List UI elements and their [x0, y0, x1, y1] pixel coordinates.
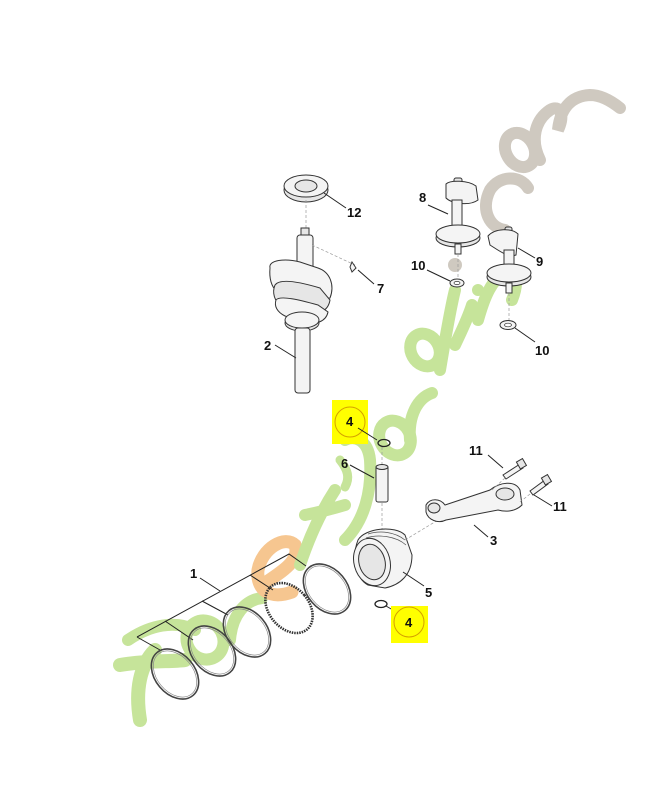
callout-3: 3: [490, 533, 497, 548]
part-10-washer-left: [449, 278, 465, 288]
callout-8: 8: [419, 190, 426, 205]
leader-4a: [357, 427, 378, 441]
part-3-connecting-rod: [425, 482, 523, 523]
part-6-piston-pin: [375, 464, 389, 503]
part-7-key: [349, 260, 357, 273]
leader-8: [427, 204, 449, 215]
callout-6: 6: [341, 456, 348, 471]
part-5-piston: [353, 528, 413, 589]
callout-7: 7: [377, 281, 384, 296]
watermark: [113, 88, 626, 727]
leader-11b: [533, 494, 553, 507]
leader-2: [274, 344, 297, 359]
callout-9: 9: [536, 254, 543, 269]
callout-10a: 10: [411, 258, 425, 273]
callout-1: 1: [190, 566, 197, 581]
part-1-ring-set-bracket: [136, 553, 307, 651]
leader-10a: [426, 269, 451, 282]
callout-11b: 11: [553, 499, 567, 514]
part-8-balancer-gear: [435, 177, 481, 278]
part-9-balancer-gear: [486, 226, 532, 320]
highlight-4-upper[interactable]: 4: [332, 400, 368, 444]
part-10-washer-right: [499, 320, 517, 330]
leader-6: [349, 464, 375, 479]
part-4-circlip-lower: [374, 599, 388, 609]
part-12-oil-seal: [283, 174, 329, 228]
leader-12: [323, 192, 347, 209]
part-2-crankshaft: [269, 227, 356, 394]
piston-rings: [150, 563, 352, 700]
callout-4-upper: 4: [346, 414, 354, 429]
part-11-bolt-upper: [502, 457, 528, 480]
leader-11a: [487, 454, 504, 469]
leader-9: [517, 247, 536, 259]
part-4-circlip-upper: [377, 438, 391, 448]
leader-3: [473, 524, 489, 538]
part-11-bolt-lower: [529, 473, 553, 496]
callout-5: 5: [425, 585, 432, 600]
leader-10b: [514, 327, 536, 343]
callout-11a: 11: [469, 443, 483, 458]
callout-10b: 10: [535, 343, 549, 358]
callout-12: 12: [347, 205, 361, 220]
leader-5: [402, 571, 425, 587]
leader-7: [357, 269, 375, 285]
callout-2: 2: [264, 338, 271, 353]
callout-4-lower: 4: [405, 615, 413, 630]
highlight-4-lower[interactable]: 4: [391, 606, 428, 643]
